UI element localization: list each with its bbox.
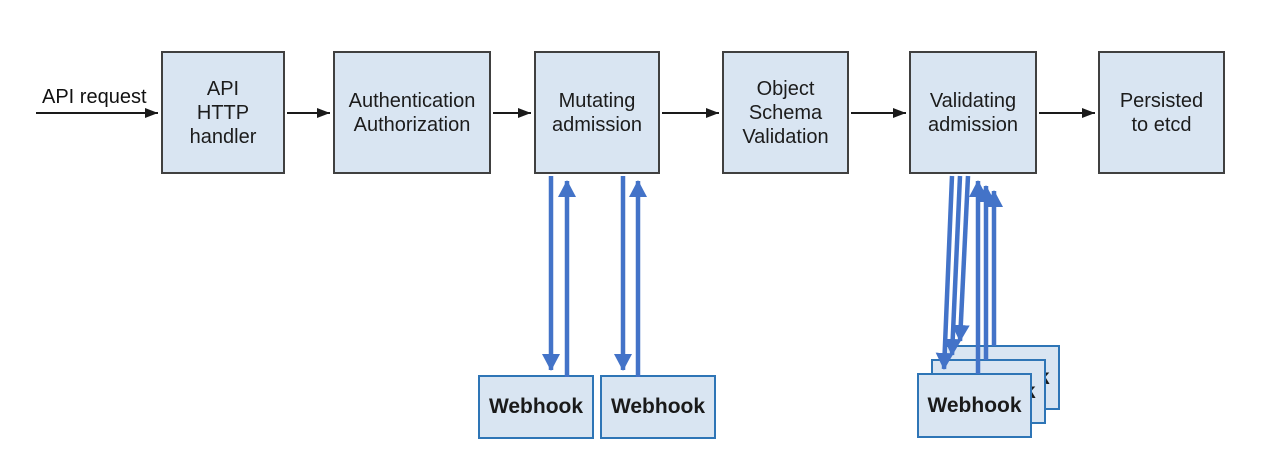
node-label-line: Validating	[929, 89, 1017, 112]
node-label-line: Persisted	[1119, 89, 1204, 112]
api-request-label: API request	[42, 86, 147, 108]
webhook-label: Webhook	[488, 395, 584, 418]
node-label-line: HTTP	[196, 101, 250, 124]
node-label-line: to etcd	[1131, 113, 1192, 136]
node-label-line: admission	[551, 113, 643, 136]
node-label-line: Schema	[748, 101, 823, 124]
mutating-webhook-1: Webhook	[478, 375, 594, 439]
validating-webhook2-down-arrow	[943, 175, 963, 356]
node-authentication-authorization: Authentication Authorization	[333, 51, 491, 174]
node-label-line: API	[206, 77, 240, 100]
node-object-schema-validation: Object Schema Validation	[722, 51, 849, 174]
node-label-line: Object	[756, 77, 815, 100]
node-label-line: Authentication	[348, 89, 476, 112]
mutating-webhook-2: Webhook	[600, 375, 716, 439]
validating-webhook-1: Webhook	[917, 373, 1032, 438]
node-label-line: Mutating	[558, 89, 636, 112]
node-label-line: Authorization	[353, 113, 471, 136]
node-mutating-admission: Mutating admission	[534, 51, 660, 174]
node-label-line: admission	[927, 113, 1019, 136]
webhook-label: Webhook	[927, 393, 1022, 417]
node-validating-admission: Validating admission	[909, 51, 1037, 174]
node-label-line: handler	[189, 125, 257, 148]
webhook-label: Webhook	[610, 395, 706, 418]
validating-webhook1-down-arrow	[935, 175, 955, 370]
node-persisted-to-etcd: Persisted to etcd	[1098, 51, 1225, 174]
validating-webhook3-down-arrow	[951, 175, 971, 342]
node-api-http-handler: API HTTP handler	[161, 51, 285, 174]
node-label-line: Validation	[742, 125, 829, 148]
